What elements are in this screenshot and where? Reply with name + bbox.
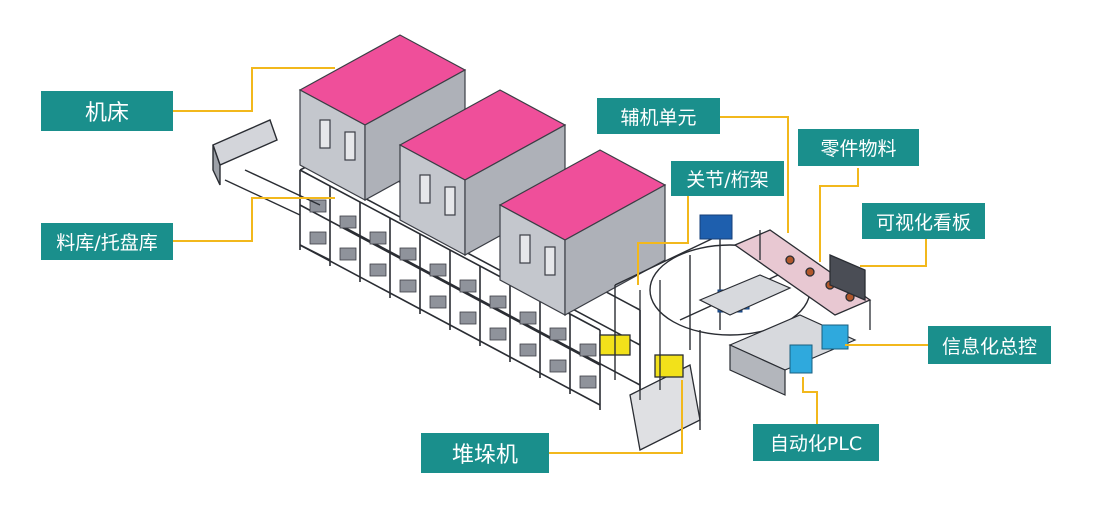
label-machine-tool: 机床 <box>41 91 173 131</box>
rack-pallets <box>309 199 597 389</box>
machine-tool-3 <box>498 149 667 317</box>
label-parts-material: 零件物料 <box>798 129 919 166</box>
label-joint-gantry: 关节/桁架 <box>671 161 784 196</box>
label-stacker-crane: 堆垛机 <box>421 433 549 473</box>
label-auxiliary-unit: 辅机单元 <box>597 98 720 134</box>
machine-tool-1 <box>298 34 467 202</box>
label-automation-plc: 自动化PLC <box>753 424 879 461</box>
loading-station <box>212 119 321 216</box>
workbenches <box>698 274 857 396</box>
parts-conveyor <box>733 229 872 330</box>
control-cabinets <box>789 324 849 374</box>
label-info-control: 信息化总控 <box>928 326 1051 364</box>
label-visual-board: 可视化看板 <box>862 203 985 239</box>
leader-lines <box>173 67 928 454</box>
machine-tool-2 <box>398 89 567 257</box>
label-material-pallet-store: 料库/托盘库 <box>41 223 173 260</box>
visual-board <box>829 254 866 301</box>
